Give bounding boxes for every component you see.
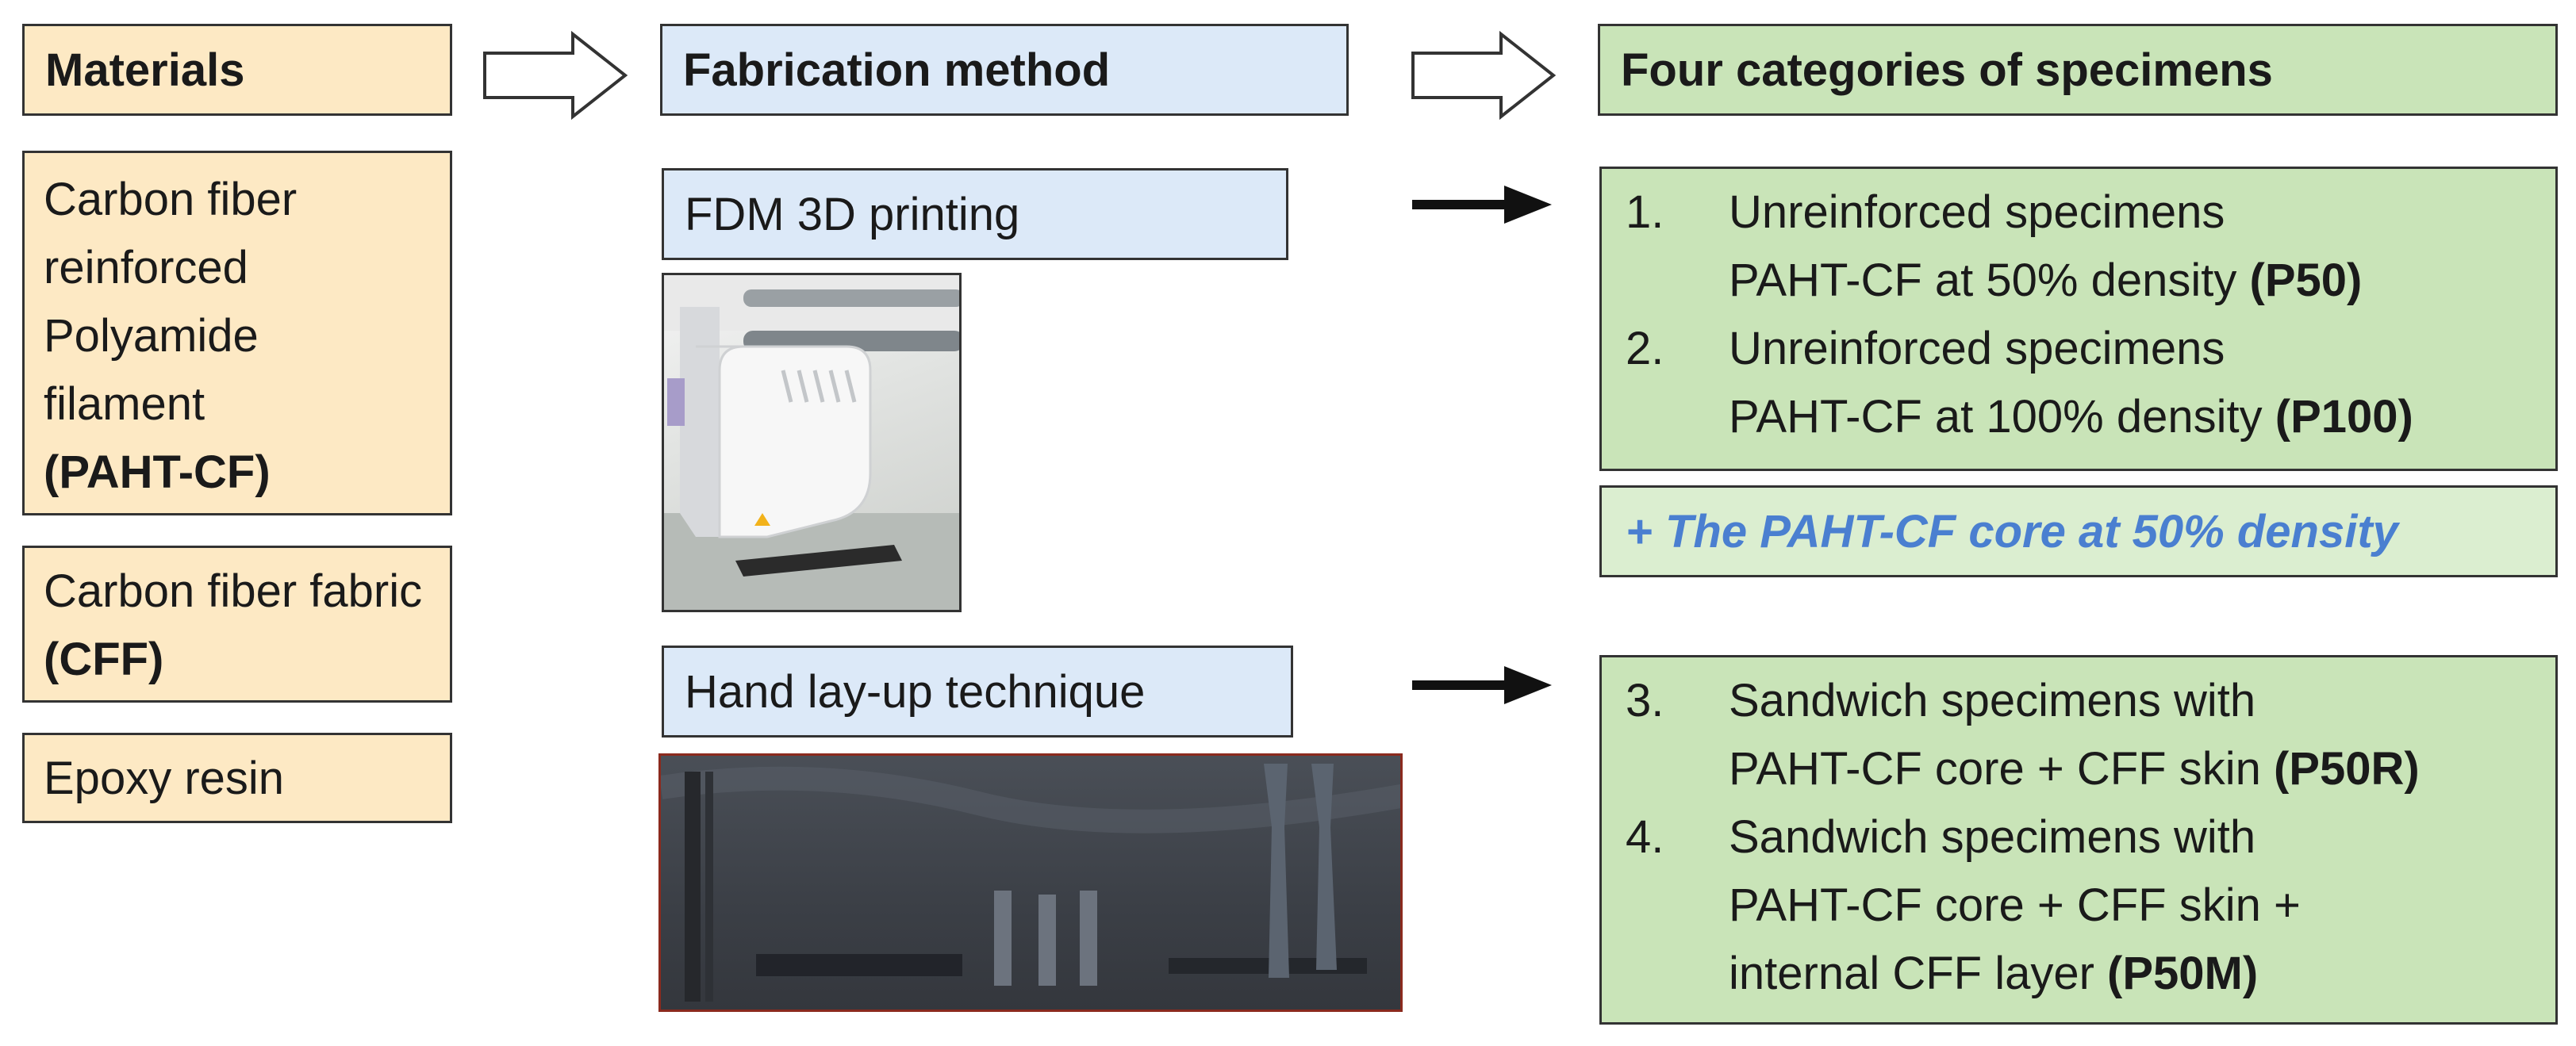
material-paht-cf-text: Carbon fiber reinforced Polyamide filame… [44, 174, 298, 430]
category-code: (P50M) [2107, 948, 2259, 999]
category-line: Sandwich specimens with [1729, 675, 2256, 726]
category-line: Unreinforced specimens [1729, 323, 2225, 374]
category-number: 4. [1626, 811, 1664, 863]
category-line: PAHT-CF at 50% density [1729, 255, 2237, 306]
category-item: 1. Unreinforced specimens PAHT-CF at 50%… [1618, 178, 2540, 315]
method-hand-layup-label: Hand lay-up technique [685, 665, 1146, 718]
method-fdm-label: FDM 3D printing [685, 188, 1020, 240]
core-density-note-text: + The PAHT-CF core at 50% density [1626, 505, 2398, 557]
category-code: (P100) [2275, 391, 2413, 443]
categories-group-sandwich: 3. Sandwich specimens with PAHT-CF core … [1599, 655, 2558, 1025]
specimens-drawing [661, 764, 1400, 1002]
material-epoxy-text: Epoxy resin [44, 753, 285, 804]
method-fdm: FDM 3D printing [662, 168, 1288, 260]
material-epoxy: Epoxy resin [22, 733, 452, 823]
category-line: PAHT-CF core + CFF skin [1729, 743, 2261, 795]
category-line: PAHT-CF core + CFF skin + [1729, 879, 2301, 931]
solid-arrow-icon [1412, 186, 1552, 224]
category-item: 4. Sandwich specimens with PAHT-CF core … [1618, 803, 2540, 1008]
category-line: internal CFF layer [1729, 948, 2094, 999]
category-line: Unreinforced specimens [1729, 186, 2225, 238]
material-paht-cf: Carbon fiber reinforced Polyamide filame… [22, 151, 452, 515]
printer-drawing [664, 275, 959, 610]
material-cff-text: Carbon fiber fabric [44, 565, 423, 617]
printer-photo [662, 273, 962, 612]
solid-arrow-icon [1412, 666, 1552, 704]
fabrication-header: Fabrication method [660, 24, 1349, 116]
materials-header: Materials [22, 24, 452, 116]
category-number: 1. [1626, 186, 1664, 238]
method-hand-layup: Hand lay-up technique [662, 646, 1293, 738]
category-line: PAHT-CF at 100% density [1729, 391, 2263, 443]
categories-header: Four categories of specimens [1598, 24, 2558, 116]
category-line: Sandwich specimens with [1729, 811, 2256, 863]
material-paht-cf-code: (PAHT-CF) [44, 446, 271, 498]
materials-header-label: Materials [45, 44, 245, 96]
specimens-photo [658, 753, 1403, 1012]
material-cff: Carbon fiber fabric (CFF) [22, 546, 452, 703]
category-number: 3. [1626, 675, 1664, 726]
category-item: 3. Sandwich specimens with PAHT-CF core … [1618, 667, 2540, 803]
category-item: 2. Unreinforced specimens PAHT-CF at 100… [1618, 315, 2540, 451]
core-density-note: + The PAHT-CF core at 50% density [1599, 485, 2558, 577]
outline-arrow-icon [1411, 30, 1557, 121]
category-code: (P50) [2249, 255, 2363, 306]
material-cff-code: (CFF) [44, 634, 164, 685]
category-number: 2. [1626, 323, 1664, 374]
categories-header-label: Four categories of specimens [1621, 44, 2273, 96]
categories-group-unreinforced: 1. Unreinforced specimens PAHT-CF at 50%… [1599, 167, 2558, 471]
outline-arrow-icon [483, 30, 628, 121]
category-code: (P50R) [2273, 743, 2420, 795]
fabrication-header-label: Fabrication method [683, 44, 1111, 96]
